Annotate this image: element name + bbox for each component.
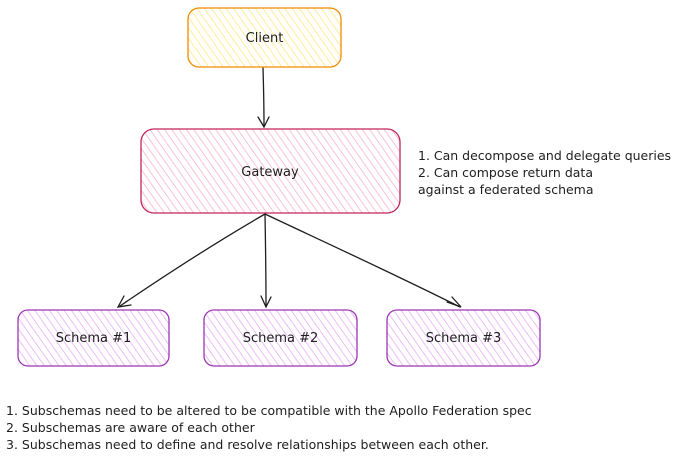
schema-3-node: Schema #3 bbox=[386, 309, 541, 367]
gateway-note-line: 2. Can compose return data bbox=[418, 165, 593, 180]
gateway-node: Gateway bbox=[140, 128, 401, 214]
subschema-note-line: 1. Subschemas need to be altered to be c… bbox=[6, 403, 532, 418]
subschema-note-line: 2. Subschemas are aware of each other bbox=[6, 420, 255, 435]
gateway-note-line: 1. Can decompose and delegate queries bbox=[418, 148, 672, 163]
schema-2-node: Schema #2 bbox=[203, 309, 358, 367]
gateway-label: Gateway bbox=[241, 165, 299, 180]
subschema-note-line: 3. Subschemas need to define and resolve… bbox=[6, 437, 489, 452]
schema-1-node: Schema #1 bbox=[17, 309, 170, 367]
client-node: Client bbox=[187, 7, 342, 68]
gateway-note-line: against a federated schema bbox=[418, 182, 594, 197]
gateway-notes: 1. Can decompose and delegate queries 2.… bbox=[418, 147, 671, 198]
subschema-notes: 1. Subschemas need to be altered to be c… bbox=[6, 402, 532, 453]
edge-gateway-schema3 bbox=[264, 213, 462, 308]
edge-gateway-schema1 bbox=[116, 213, 266, 308]
edge-client-gateway bbox=[257, 67, 270, 129]
schema-1-label: Schema #1 bbox=[56, 331, 132, 346]
edge-gateway-schema2 bbox=[260, 213, 272, 309]
schema-2-label: Schema #2 bbox=[243, 331, 319, 346]
schema-3-label: Schema #3 bbox=[426, 331, 502, 346]
edges bbox=[116, 67, 462, 309]
client-label: Client bbox=[246, 31, 284, 46]
